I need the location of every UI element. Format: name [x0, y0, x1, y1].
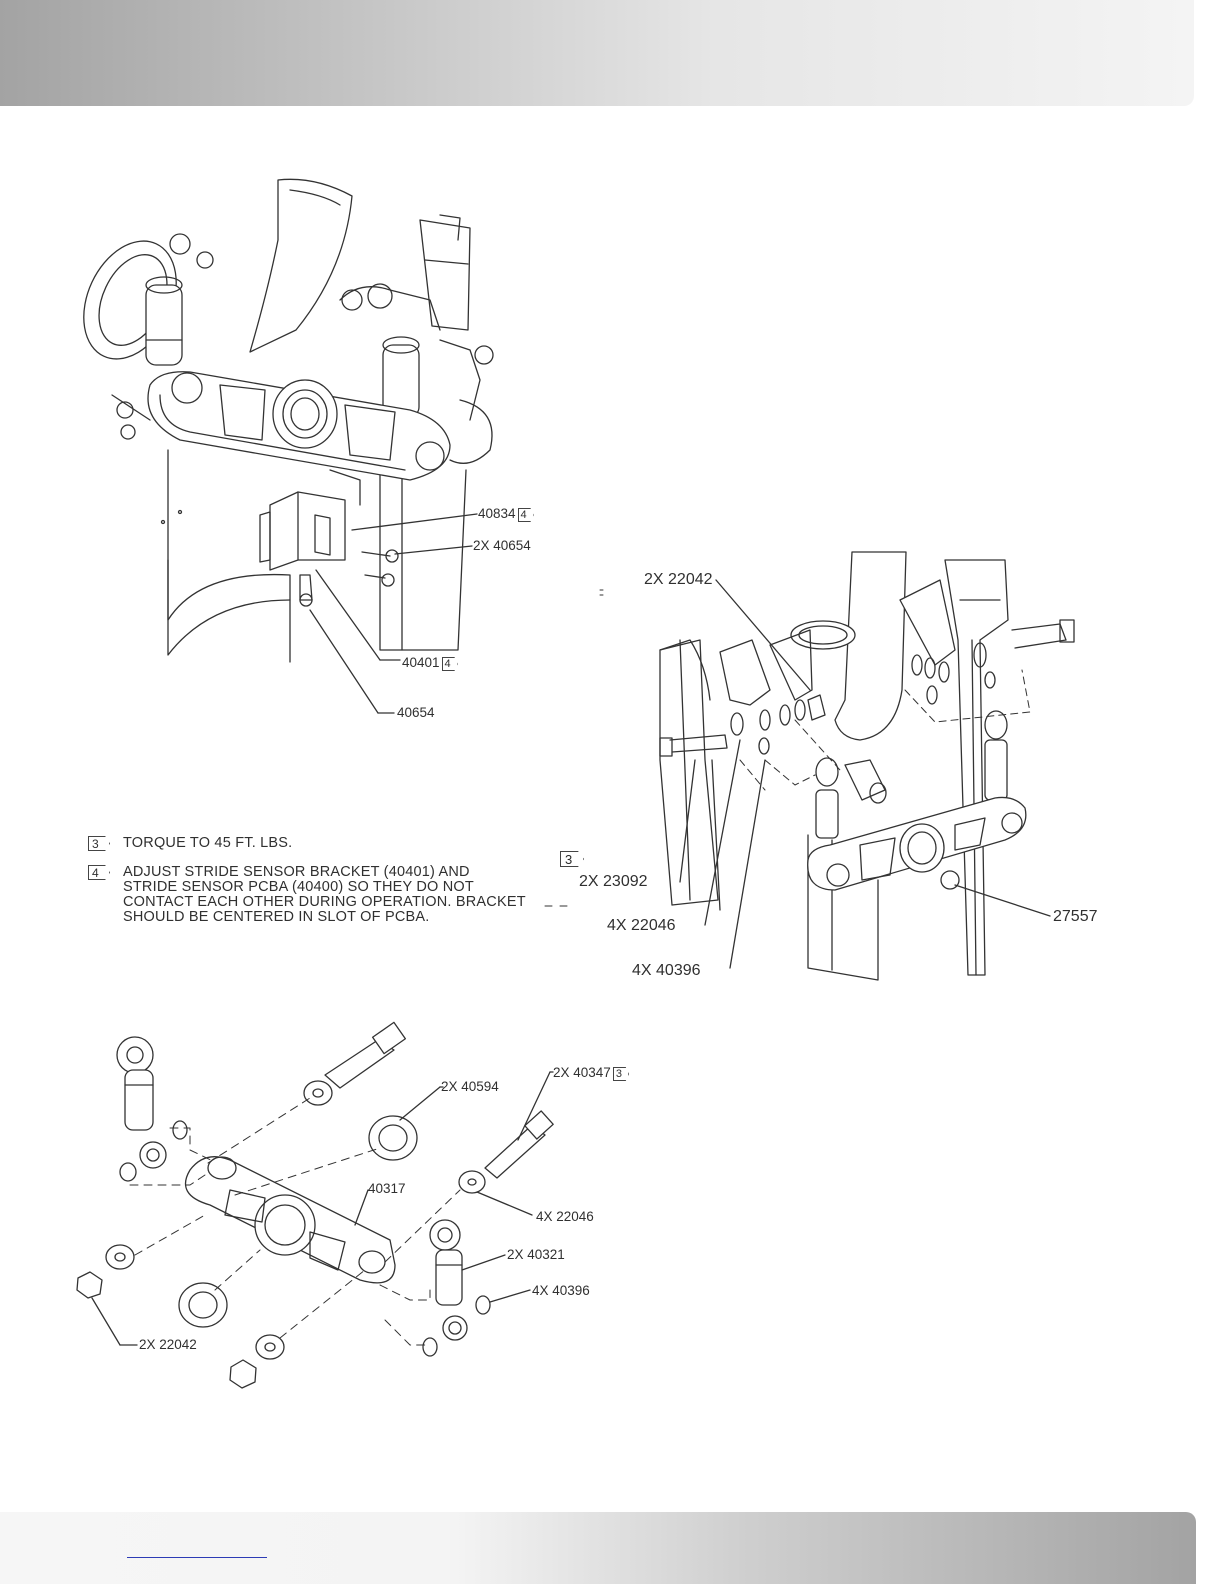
- callout-40317: 40317: [368, 1181, 406, 1196]
- right-frame-assembly-drawing: [544, 551, 1075, 981]
- note-flag-3: 3: [612, 1067, 629, 1081]
- callout-27557: 27557: [1053, 908, 1098, 925]
- note-flag-4: 4: [88, 865, 110, 880]
- note-flag-4: 4: [441, 657, 458, 671]
- note-4: 4 ADJUST STRIDE SENSOR BRACKET (40401) A…: [88, 865, 528, 925]
- note-3: 3 TORQUE TO 45 FT. LBS.: [88, 836, 528, 851]
- note-3-text: TORQUE TO 45 FT. LBS.: [123, 835, 293, 851]
- callout-2x-40321: 2X 40321: [507, 1247, 565, 1262]
- bottom-exploded-view-drawing: [76, 1021, 554, 1389]
- note-flag-4: 4: [517, 508, 534, 522]
- callout-4x-40396-right: 4X 40396: [632, 962, 701, 979]
- note-flag-3: 3: [560, 851, 584, 867]
- callout-40654: 40654: [397, 705, 435, 720]
- top-left-assembly-drawing: [83, 178, 494, 714]
- footer-link-underline[interactable]: [127, 1557, 267, 1558]
- footer-band: [0, 1512, 1196, 1584]
- callout-2x-23092: 2X 23092: [579, 873, 648, 890]
- callout-4x-22046-right: 4X 22046: [607, 917, 676, 934]
- note-4-text: ADJUST STRIDE SENSOR BRACKET (40401) AND…: [123, 864, 526, 925]
- callout-2x-22042-top: 2X 22042: [644, 571, 713, 588]
- note-flag-3: 3: [88, 836, 110, 851]
- callout-4x-22046-bottom: 4X 22046: [536, 1209, 594, 1224]
- callout-2x-40594: 2X 40594: [441, 1079, 499, 1094]
- callout-40401-text: 40401: [402, 655, 440, 670]
- header-band: [0, 0, 1194, 106]
- callout-2x-22042-bottom: 2X 22042: [139, 1337, 197, 1352]
- callout-4x-40396-bottom: 4X 40396: [532, 1283, 590, 1298]
- callout-2x-40654: 2X 40654: [473, 538, 531, 553]
- callout-2x-40347-text: 2X 40347: [553, 1065, 611, 1080]
- callout-40834-text: 40834: [478, 506, 516, 521]
- assembly-notes: 3 TORQUE TO 45 FT. LBS. 4 ADJUST STRIDE …: [88, 836, 528, 939]
